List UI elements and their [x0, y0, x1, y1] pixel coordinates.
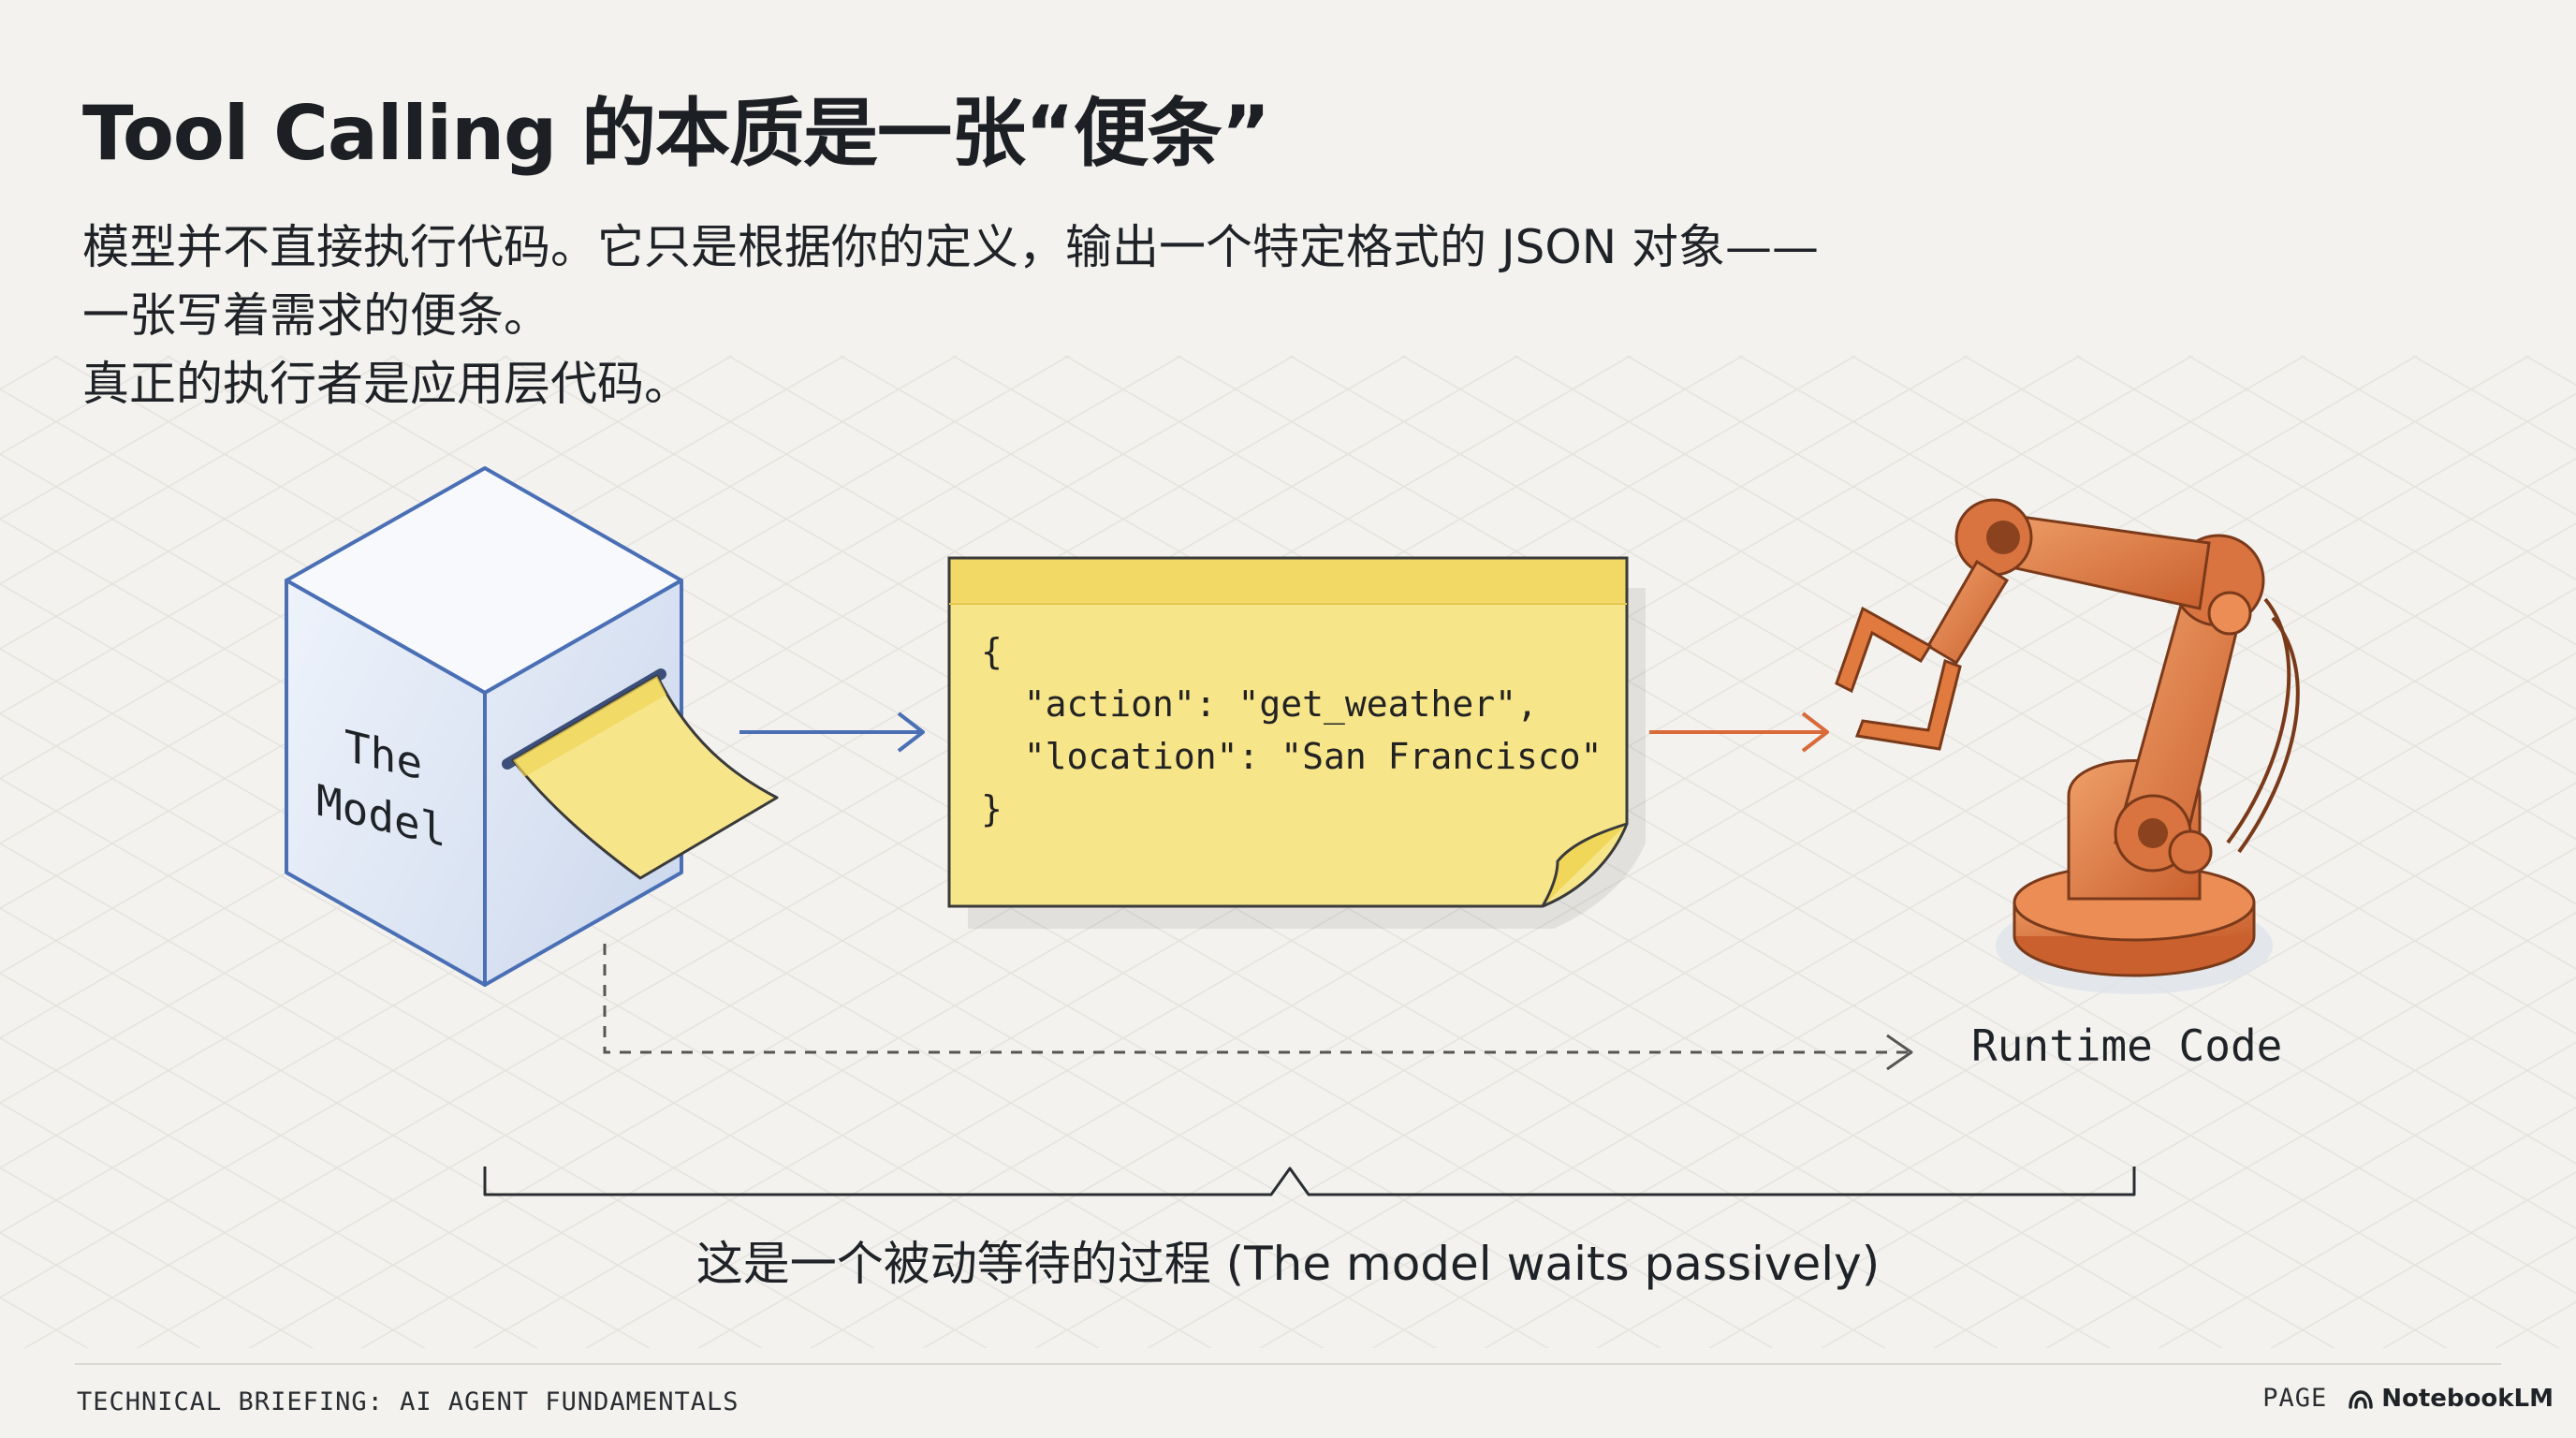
model-cube — [285, 466, 779, 987]
intro-line-3: 真正的执行者是应用层代码。 — [82, 357, 691, 411]
passive-wait-caption: 这是一个被动等待的过程 (The model waits passively) — [695, 1237, 1881, 1291]
json-sticky-note — [947, 556, 1646, 929]
wait-process-brace — [483, 1167, 2136, 1196]
json-code-text: { "action": "get_weather", "location": "… — [981, 631, 1603, 829]
intro-line-2: 一张写着需求的便条。 — [82, 288, 550, 343]
page-label: PAGE — [2262, 1384, 2328, 1413]
notebooklm-brand: NotebookLM — [2348, 1385, 2554, 1413]
notebooklm-logo-icon — [2349, 1389, 2373, 1409]
arrow-model-to-note — [739, 712, 925, 753]
slide-title: Tool Calling 的本质是一张“便条” — [82, 90, 1270, 177]
footer-right: PAGE NotebookLM — [2262, 1384, 2554, 1413]
intro-paragraph: 模型并不直接执行代码。它只是根据你的定义，输出一个特定格式的 JSON 对象——… — [82, 213, 2048, 418]
brand-text: NotebookLM — [2381, 1384, 2554, 1413]
dashed-flow-to-runtime — [603, 944, 1913, 1071]
intro-line-1: 模型并不直接执行代码。它只是根据你的定义，输出一个特定格式的 JSON 对象—— — [82, 220, 1820, 274]
runtime-code-label: Runtime Code — [1971, 1020, 2283, 1071]
footer-divider — [75, 1363, 2501, 1365]
robot-arm-icon — [1835, 498, 2300, 994]
footer-briefing-label: TECHNICAL BRIEFING: AI AGENT FUNDAMENTAL… — [77, 1387, 739, 1416]
arrow-note-to-runtime — [1649, 712, 1829, 753]
